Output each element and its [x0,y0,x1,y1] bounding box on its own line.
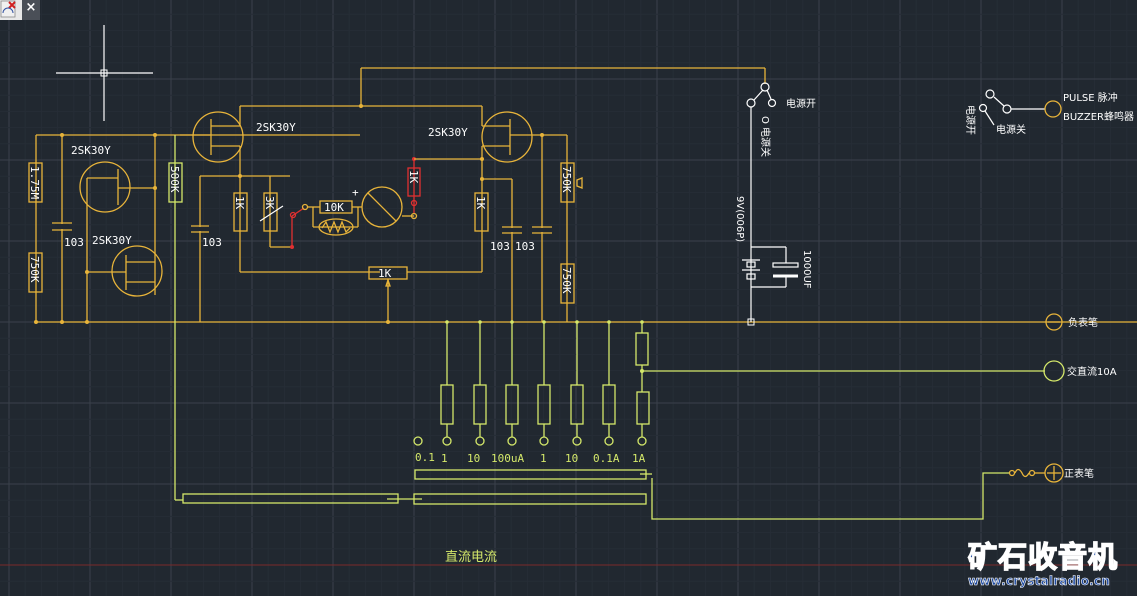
svg-text:电源关: 电源关 [996,123,1026,136]
logo-title: 矿石收音机 [967,539,1119,575]
potentiometer-3k[interactable]: 3K [259,176,292,248]
resistor-750k-right-top[interactable]: 750K [560,135,583,322]
range-terminal-0-1[interactable] [413,436,423,446]
shunt-resistor[interactable] [537,320,551,446]
svg-text:电源开: 电源开 [964,105,977,135]
range-label: 10 [565,452,578,465]
buzzer[interactable]: PULSE 脉冲 BUZZER蜂鸣器 [1044,91,1134,123]
resistor-500k[interactable]: 500K [168,135,183,501]
terminal-negative[interactable]: 负表笔 [1045,313,1098,331]
shunt-resistor[interactable] [473,320,487,446]
section-title: 直流电流 [445,550,497,565]
svg-text:103: 103 [202,236,222,249]
site-logo: 矿石收音机 www.crystalradio.cn [967,534,1134,594]
svg-text:2SK30Y: 2SK30Y [256,121,296,134]
range-label: 0.1 [415,451,435,464]
transistor-q3[interactable]: 2SK30Y [180,105,482,176]
range-label: 100uA [491,452,524,465]
transistor-q1[interactable]: 2SK30Y [71,144,157,213]
svg-text:电源开: 电源开 [786,97,816,110]
svg-text:1K: 1K [378,267,392,280]
svg-text:1K: 1K [474,196,487,210]
svg-text:103: 103 [64,236,84,249]
svg-text:PULSE 脉冲: PULSE 脉冲 [1063,91,1118,104]
meter-movement[interactable] [361,186,418,228]
svg-text:BUZZER蜂鸣器: BUZZER蜂鸣器 [1063,110,1134,123]
battery-9v[interactable]: 9V(006P) [734,196,786,288]
range-switch-red[interactable] [289,203,309,250]
shunt-resistor[interactable] [570,320,584,446]
svg-text:1000UF: 1000UF [801,250,812,289]
svg-text:1K: 1K [233,196,246,210]
resistor-1k-a[interactable]: 1K [233,176,380,273]
svg-text:1K: 1K [407,170,420,184]
svg-text:负表笔: 负表笔 [1068,316,1098,329]
svg-text:103: 103 [490,240,510,253]
svg-text:103: 103 [515,240,535,253]
range-label: 10 [467,452,480,465]
capacitor-1000uf[interactable]: 1000UF [772,247,812,289]
svg-text:500K: 500K [168,166,181,193]
svg-text:2SK30Y: 2SK30Y [71,144,111,157]
transistor-q2[interactable]: 2SK30Y [85,234,163,297]
resistor-1k-b[interactable]: 1K [474,192,489,232]
range-label: 1A [632,452,646,465]
svg-text:750K: 750K [28,256,41,283]
range-labels: 0.1 1 10 100uA 1 10 0.1A 1A [415,451,646,465]
capacitor-103-left[interactable]: 103 [52,222,84,249]
thermistor-lamp[interactable] [318,218,354,236]
svg-text:O 电源关: O 电源关 [759,116,772,157]
close-icon[interactable]: × [22,0,40,20]
shunt-resistor-ladder [413,320,650,446]
transistor-q4[interactable]: 2SK30Y [428,106,567,272]
svg-text:750K: 750K [560,267,573,294]
svg-text:2SK30Y: 2SK30Y [428,126,468,139]
svg-text:10K: 10K [324,201,344,214]
svg-text:750K: 750K [560,166,573,193]
shunt-resistor[interactable] [505,320,519,446]
svg-text:交直流10A: 交直流10A [1067,365,1117,378]
range-label: 1 [540,452,547,465]
shunt-resistor[interactable] [602,320,616,446]
svg-text:正表笔: 正表笔 [1064,467,1094,480]
drawing-tab-icon[interactable] [0,0,22,20]
capacitor-103-right-a[interactable]: 103 [482,178,522,322]
capacitor-103-right-b[interactable]: 103 [515,135,552,322]
svg-text:2SK30Y: 2SK30Y [92,234,132,247]
range-label: 0.1A [593,452,620,465]
terminal-ac-dc-10a[interactable]: 交直流10A [642,360,1117,382]
shunt-resistor[interactable] [440,320,454,446]
resistor-750k-right-bottom[interactable]: 750K [560,263,575,304]
range-label: 1 [441,452,448,465]
potentiometer-1k[interactable]: 1K [368,266,482,324]
resistor-1-75m[interactable]: 1.75M [28,162,43,203]
svg-text:1.75M: 1.75M [28,166,41,199]
logo-url: www.crystalradio.cn [968,574,1110,589]
svg-text:+: + [352,186,359,199]
crosshair-cursor [56,25,153,121]
resistor-750k-left[interactable]: 750K [28,252,43,293]
capacitor-103-mid-left[interactable]: 103 [191,174,290,322]
shunt-resistor-1a[interactable] [635,320,650,446]
range-selector-bars[interactable] [182,469,652,505]
terminal-positive[interactable]: 正表笔 [651,463,1094,520]
svg-text:9V(006P): 9V(006P) [734,196,745,242]
resistor-1k-red[interactable]: 1K [407,157,482,213]
buzzer-switch[interactable]: 电源开 电源关 [964,89,1045,136]
svg-text:3K: 3K [263,196,276,210]
power-switch[interactable]: 电源开 O 电源关 [746,82,816,157]
